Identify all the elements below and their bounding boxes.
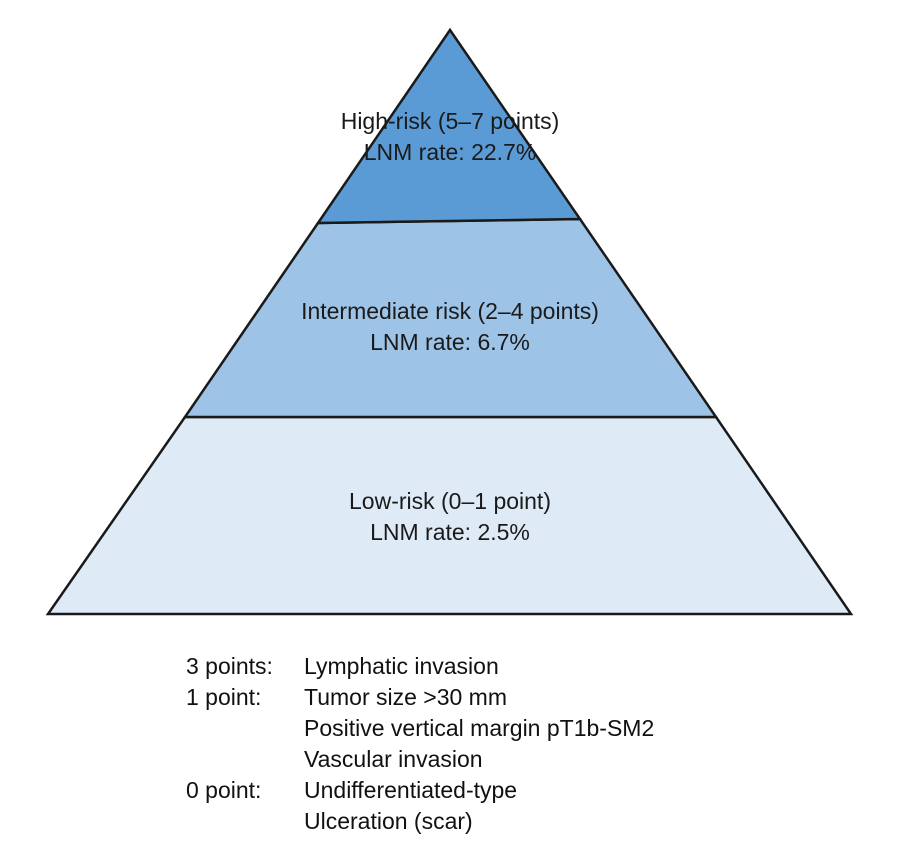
legend-points-label: 1 point:	[186, 684, 262, 710]
scoring-legend: 3 points: Lymphatic invasion 1 point: Tu…	[186, 651, 654, 837]
legend-row-1-point: 1 point: Tumor size >30 mm Positive vert…	[186, 682, 654, 775]
legend-criterion: Undifferentiated-type	[304, 777, 518, 803]
legend-criteria-list: Lymphatic invasion	[304, 651, 499, 682]
legend-criterion: Lymphatic invasion	[304, 653, 499, 679]
legend-row-3-points: 3 points: Lymphatic invasion	[186, 651, 654, 682]
legend-row-0-point: 0 point: Undifferentiated-type Ulceratio…	[186, 775, 654, 837]
legend-criterion: Vascular invasion	[304, 746, 483, 772]
legend-criteria-list: Undifferentiated-type Ulceration (scar)	[304, 775, 517, 837]
legend-criterion: Tumor size >30 mm	[304, 684, 508, 710]
legend-criterion: Positive vertical margin pT1b-SM2	[304, 715, 655, 741]
low-risk-title: Low-risk (0–1 point)	[349, 488, 551, 514]
high-risk-lnm-rate: LNM rate: 22.7%	[364, 139, 537, 165]
legend-points-label: 3 points:	[186, 653, 273, 679]
legend-points-label: 0 point:	[186, 777, 262, 803]
intermediate-risk-lnm-rate: LNM rate: 6.7%	[370, 329, 530, 355]
risk-pyramid: High-risk (5–7 points) LNM rate: 22.7% I…	[45, 27, 854, 616]
legend-criterion: Ulceration (scar)	[304, 808, 473, 834]
intermediate-risk-title: Intermediate risk (2–4 points)	[301, 298, 599, 324]
pyramid-tier-low-risk	[45, 415, 854, 616]
pyramid-tier-high-risk	[315, 27, 583, 225]
high-risk-title: High-risk (5–7 points)	[341, 108, 560, 134]
legend-criteria-list: Tumor size >30 mm Positive vertical marg…	[304, 682, 654, 775]
low-risk-lnm-rate: LNM rate: 2.5%	[370, 519, 530, 545]
